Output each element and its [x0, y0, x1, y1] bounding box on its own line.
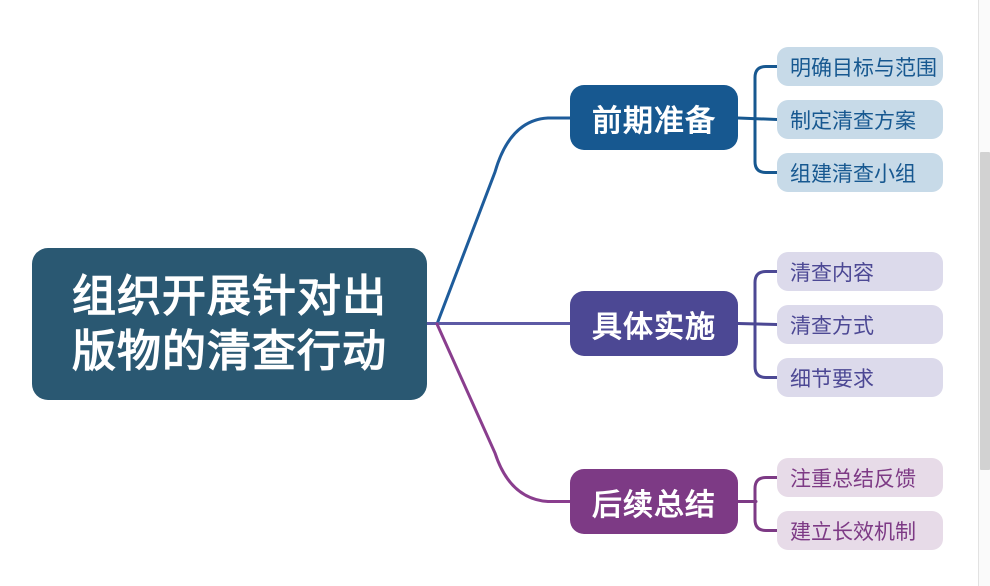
child-node-label: 明确目标与范围: [790, 56, 937, 80]
bracket-summary: [753, 476, 779, 532]
branch-node-preparation[interactable]: 前期准备: [570, 85, 738, 150]
vertical-scrollbar[interactable]: [978, 0, 990, 586]
branch-node-summary[interactable]: 后续总结: [570, 469, 738, 534]
child-node-inspection-content[interactable]: 清查内容: [777, 252, 943, 291]
child-node-clarify-goals[interactable]: 明确目标与范围: [777, 47, 943, 86]
connector-root-summary: [435, 322, 572, 503]
branch-node-implementation[interactable]: 具体实施: [570, 291, 738, 356]
connector-implementation-mid: [736, 322, 779, 326]
connector-root-preparation: [435, 116, 572, 326]
child-node-label: 清查内容: [790, 261, 874, 285]
child-node-detail-requirements[interactable]: 细节要求: [777, 358, 943, 397]
child-node-label: 建立长效机制: [790, 520, 916, 544]
branch-node-label: 前期准备: [592, 104, 716, 138]
bracket-implementation: [753, 270, 779, 379]
child-node-inspection-method[interactable]: 清查方式: [777, 305, 943, 344]
child-node-label: 注重总结反馈: [790, 467, 916, 491]
connector-preparation-mid: [736, 116, 779, 121]
root-node-label: 组织开展针对出版物的清查行动: [72, 271, 387, 376]
child-node-make-plan[interactable]: 制定清查方案: [777, 100, 943, 139]
child-node-label: 制定清查方案: [790, 109, 916, 133]
child-node-label: 清查方式: [790, 314, 874, 338]
child-node-label: 组建清查小组: [790, 162, 916, 186]
child-node-label: 细节要求: [790, 367, 874, 391]
branch-node-label: 具体实施: [592, 310, 716, 344]
root-node[interactable]: 组织开展针对出版物的清查行动: [32, 248, 427, 400]
child-node-longterm-mechanism[interactable]: 建立长效机制: [777, 511, 943, 550]
child-node-form-team[interactable]: 组建清查小组: [777, 153, 943, 192]
branch-node-label: 后续总结: [592, 488, 716, 522]
scrollbar-thumb[interactable]: [980, 152, 990, 470]
child-node-summary-feedback[interactable]: 注重总结反馈: [777, 458, 943, 497]
bracket-preparation: [753, 65, 779, 174]
